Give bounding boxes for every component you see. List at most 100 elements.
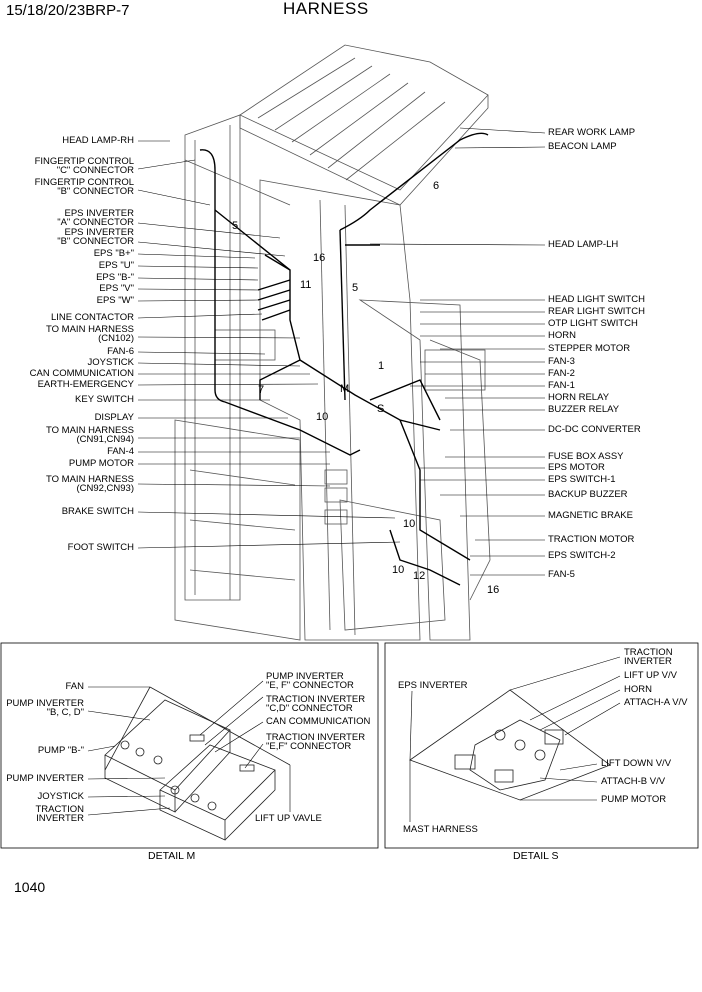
- dets-eps-inverter: EPS INVERTER: [398, 680, 468, 691]
- label-brake-switch: BRAKE SWITCH: [61, 506, 134, 517]
- label-magnetic-brake: MAGNETIC BRAKE: [548, 510, 633, 521]
- label-rear-work-lamp: REAR WORK LAMP: [548, 127, 636, 138]
- harness-wires: [199, 132, 489, 586]
- callout-11: 11: [300, 279, 312, 291]
- label-traction-motor: TRACTION MOTOR: [548, 534, 635, 545]
- callout-10c: 10: [392, 564, 405, 576]
- callout-5a: 5: [232, 220, 239, 232]
- detail-s-leaders: [409, 656, 621, 822]
- label-stepper-motor: STEPPER MOTOR: [548, 343, 631, 354]
- detm-joystick: JOYSTICK: [37, 791, 84, 802]
- label-can-communication: CAN COMMUNICATION: [29, 368, 134, 379]
- label-backup-buzzer: BACKUP BUZZER: [548, 489, 628, 500]
- detail-m-leaders: [87, 680, 291, 816]
- label-eps-inv-b-1: EPS INVERTER: [64, 227, 134, 238]
- callout-16b: 16: [487, 584, 500, 596]
- dets-traction-inv-2: INVERTER: [624, 656, 672, 667]
- label-fingertip-b-1: FINGERTIP CONTROL: [34, 177, 134, 188]
- callout-10a: 10: [316, 411, 329, 423]
- label-main-harness-cn92-2: (CN92,CN93): [76, 483, 134, 494]
- center-body: [259, 179, 421, 641]
- label-main-harness-cn102-2: (CN102): [98, 333, 134, 344]
- label-eps-bminus: EPS "B-": [96, 272, 134, 283]
- label-eps-inv-a-1: EPS INVERTER: [64, 208, 134, 219]
- label-main-harness-cn91-2: (CN91,CN94): [76, 434, 134, 445]
- detm-lift-up: LIFT UP VAVLE: [255, 813, 322, 824]
- label-fan-2: FAN-2: [548, 368, 575, 379]
- label-main-harness-cn92-1: TO MAIN HARNESS: [46, 474, 134, 485]
- callout-6: 6: [433, 180, 440, 192]
- label-head-lamp-lh: HEAD LAMP-LH: [548, 239, 619, 250]
- leaders-left: [137, 140, 401, 549]
- label-eps-motor: EPS MOTOR: [548, 462, 605, 473]
- detail-m-drawing: [104, 686, 291, 841]
- label-eps-switch-2: EPS SWITCH-2: [548, 550, 616, 561]
- label-fuse-box-assy: FUSE BOX ASSY: [548, 451, 624, 462]
- detm-pump-inverter: PUMP INVERTER: [6, 773, 84, 784]
- label-head-lamp-rh: HEAD LAMP-RH: [62, 135, 134, 146]
- dets-lift-up-vv: LIFT UP V/V: [624, 670, 677, 681]
- detm-traction-2: INVERTER: [36, 813, 84, 824]
- label-eps-switch-1: EPS SWITCH-1: [548, 474, 616, 485]
- detail-m-caption: DETAIL M: [148, 850, 196, 862]
- dets-lift-down: LIFT DOWN V/V: [601, 758, 672, 769]
- detm-pump-b: PUMP "B-": [37, 745, 84, 756]
- label-fingertip-c-1: FINGERTIP CONTROL: [34, 156, 134, 167]
- right-housing: [358, 299, 471, 641]
- label-eps-bplus: EPS "B+": [93, 248, 134, 259]
- detm-pump-inv-bcd-2: "B, C, D": [46, 707, 84, 718]
- left-pillar: [184, 114, 241, 601]
- label-main-harness-cn102-1: TO MAIN HARNESS: [46, 324, 134, 335]
- callout-5b: 5: [352, 282, 359, 294]
- detm-tinv-ef-1: TRACTION INVERTER: [266, 732, 366, 743]
- page-title: HARNESS: [283, 0, 369, 18]
- dets-mast-harness: MAST HARNESS: [403, 824, 478, 835]
- label-buzzer-relay: BUZZER RELAY: [548, 404, 620, 415]
- label-horn: HORN: [548, 330, 576, 341]
- label-fingertip-c-2: "C" CONNECTOR: [56, 165, 134, 176]
- dets-attach-a: ATTACH-A V/V: [624, 697, 688, 708]
- label-key-switch: KEY SWITCH: [75, 394, 134, 405]
- label-fan-5: FAN-5: [548, 569, 575, 580]
- label-fan-4: FAN-4: [107, 446, 134, 457]
- detm-pinv-ef-1: PUMP INVERTER: [266, 671, 344, 682]
- label-foot-switch: FOOT SWITCH: [67, 542, 134, 553]
- label-horn-relay: HORN RELAY: [548, 392, 610, 403]
- label-fan-6: FAN-6: [107, 346, 134, 357]
- label-fan-1: FAN-1: [548, 380, 575, 391]
- label-eps-w: EPS "W": [96, 295, 134, 306]
- leaders-right: [369, 127, 546, 576]
- label-fingertip-b-2: "B" CONNECTOR: [57, 186, 134, 197]
- label-eps-inv-b-2: "B" CONNECTOR: [57, 236, 134, 247]
- detm-can: CAN COMMUNICATION: [266, 716, 371, 727]
- detm-tinv-ef-2: "E,F" CONNECTOR: [266, 741, 352, 752]
- label-eps-v: EPS "V": [99, 283, 134, 294]
- detail-m-frame: [0, 642, 379, 849]
- callout-7: 7: [258, 384, 265, 396]
- label-fan-3: FAN-3: [548, 356, 575, 367]
- dets-traction-inv-1: TRACTION: [624, 647, 673, 658]
- detm-pinv-ef-2: "E, F" CONNECTOR: [266, 680, 354, 691]
- callout-1: 1: [378, 360, 385, 372]
- callout-12: 12: [413, 570, 426, 582]
- callout-m: M: [340, 383, 350, 395]
- detail-s-drawing: [409, 689, 611, 801]
- label-main-harness-cn91-1: TO MAIN HARNESS: [46, 425, 134, 436]
- page-number: 1040: [14, 879, 46, 895]
- dets-pump-motor: PUMP MOTOR: [601, 794, 667, 805]
- detm-fan: FAN: [65, 681, 84, 692]
- overhead-guard: [239, 44, 489, 191]
- dets-horn: HORN: [624, 684, 652, 695]
- dets-attach-b: ATTACH-B V/V: [601, 776, 666, 787]
- label-line-contactor: LINE CONTACTOR: [50, 312, 134, 323]
- label-joystick: JOYSTICK: [87, 357, 134, 368]
- label-eps-u: EPS "U": [98, 260, 134, 271]
- label-eps-inv-a-2: "A" CONNECTOR: [57, 217, 134, 228]
- label-pump-motor: PUMP MOTOR: [68, 458, 134, 469]
- label-rear-light-switch: REAR LIGHT SWITCH: [548, 306, 645, 317]
- callout-10b: 10: [403, 518, 416, 530]
- detm-pump-inv-bcd-1: PUMP INVERTER: [6, 698, 84, 709]
- label-dc-dc-converter: DC-DC CONVERTER: [548, 424, 641, 435]
- label-display: DISPLAY: [94, 412, 134, 423]
